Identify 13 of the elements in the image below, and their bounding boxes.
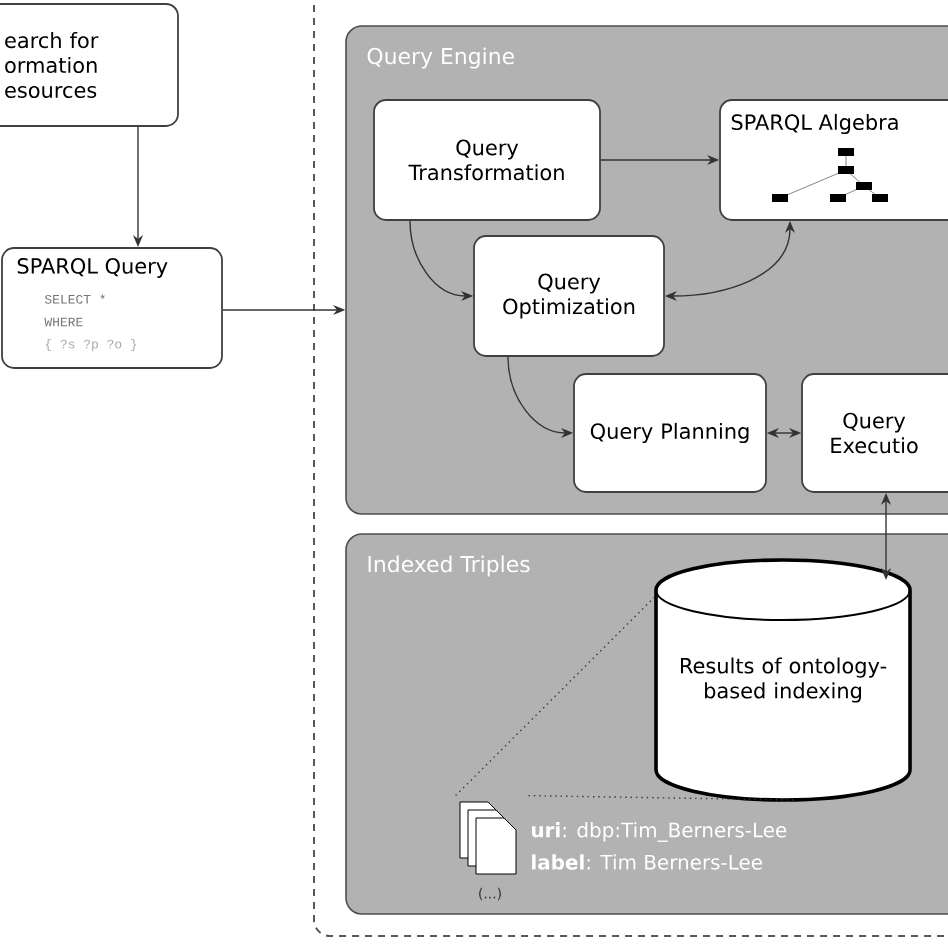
process-box: Query Planning <box>573 373 767 493</box>
process-box: Query Transformation <box>373 99 601 221</box>
dotted-line <box>454 595 657 797</box>
triple-text: uri: dbp:Tim_Berners-Lee <box>531 822 787 842</box>
database-cylinder: Results of ontology-based indexing <box>654 558 912 802</box>
process-box: Query Executio <box>801 373 948 493</box>
triple-text: label: Tim Berners-Lee <box>532 854 762 870</box>
process-box: earch for ormation esources <box>0 3 179 127</box>
dotted-line <box>527 794 795 801</box>
process-box: Query Optimization <box>473 235 665 357</box>
algebra-box: SPARQL Algebra <box>719 99 948 221</box>
dashed-frame <box>313 0 948 937</box>
document-stack-icon <box>459 801 517 875</box>
